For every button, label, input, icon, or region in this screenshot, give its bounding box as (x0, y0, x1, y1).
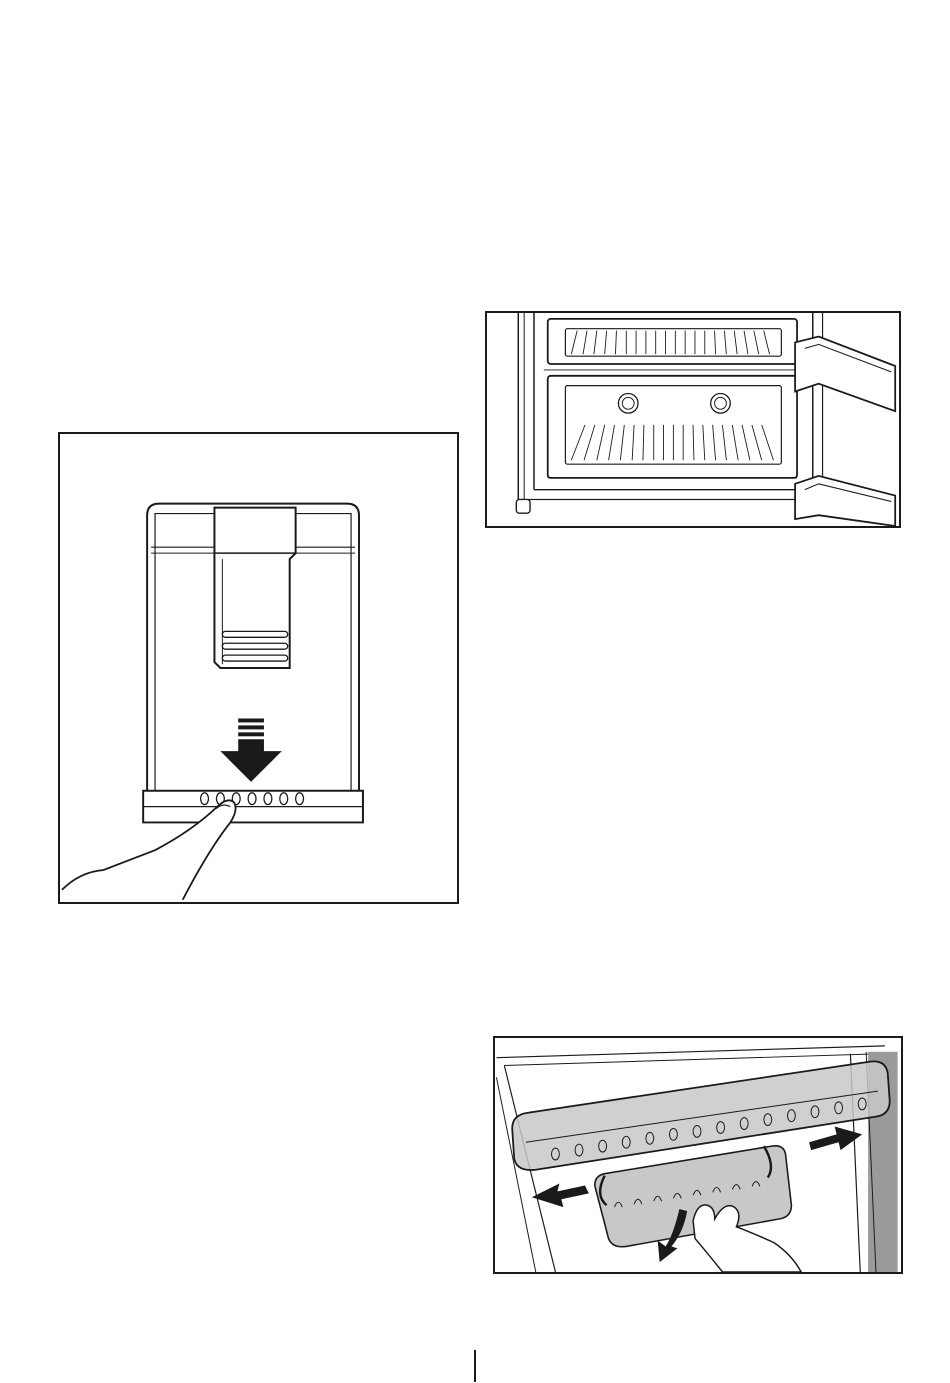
door-shelf-removal-illustration (495, 1038, 901, 1272)
page-divider-mark (474, 1350, 476, 1382)
freezer-compartment-illustration (487, 313, 899, 526)
dispenser-figure (58, 432, 459, 904)
freezer-figure (485, 311, 901, 528)
water-dispenser-illustration (60, 434, 457, 902)
door-shelf-figure (493, 1036, 903, 1274)
